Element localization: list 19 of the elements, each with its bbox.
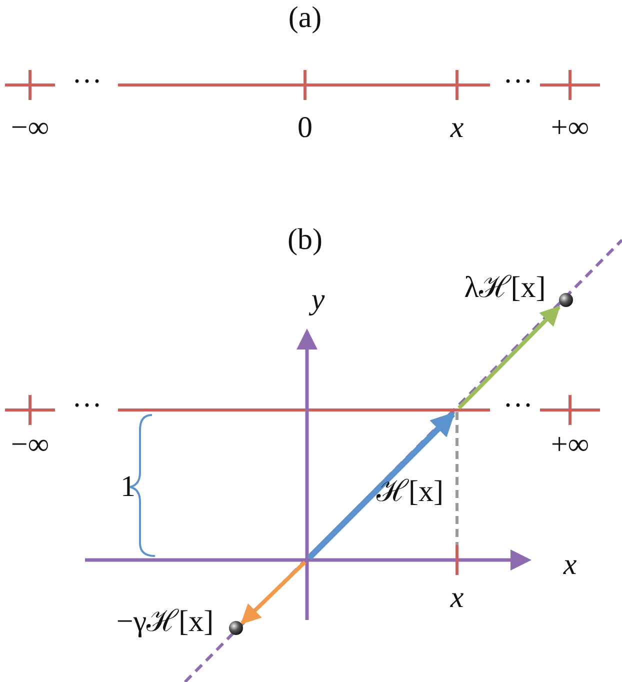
axis-label: y [311,285,325,315]
tick-label: +∞ [550,113,590,143]
panel-label: (a) [288,3,322,33]
tick-label: −∞ [10,430,50,460]
tick-label: x [450,113,464,143]
tick-label: −∞ [10,113,50,143]
ellipsis: ··· [72,391,102,421]
ellipsis: ··· [72,67,102,97]
axis-label: x [563,550,577,580]
ellipsis: ··· [503,67,533,97]
vector-label: ℋ[x] [376,477,444,507]
vector-label: λℋ[x] [464,273,546,303]
tick-label: x [450,583,464,613]
ellipsis: ··· [503,391,533,421]
brace-label: 1 [120,472,136,502]
panel-label: (b) [288,225,322,255]
tick-label: 0 [298,113,312,143]
vector-label: −γℋ[x] [116,607,214,637]
tick-label: +∞ [550,430,590,460]
